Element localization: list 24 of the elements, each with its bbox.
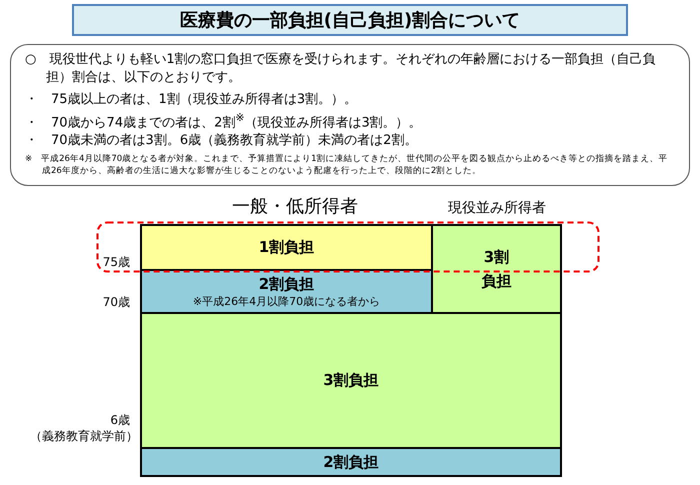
bullet-text: ・ 75歳以上の者は、1割（現役並み所得者は3割。）。 <box>25 91 358 109</box>
rate-text: 2割負担 <box>258 274 314 294</box>
rate-cell <box>140 224 433 271</box>
bullet-text: ・ 70歳から74歳までの者は、2割$^{※}$（現役並み所得者は3割。）。 <box>25 110 423 132</box>
rate-text: 1割負担 <box>258 238 314 257</box>
age-label: 70歳 <box>102 294 130 311</box>
info-panel <box>10 44 690 186</box>
title-banner: 医療費の一部負担(自己負担)割合について <box>72 4 628 36</box>
rate-cell <box>140 269 433 314</box>
column-heading: 現役並み所得者 <box>447 199 547 217</box>
rate-text: 3割負担 <box>482 247 512 292</box>
rate-text: 2割負担 <box>323 452 379 472</box>
column-heading: 一般・低所得者 <box>231 195 359 218</box>
note-text: ※平成26年4月以降70歳になる者から <box>192 294 380 308</box>
bullet-text: ・ 70歳未満の者は3割。6歳（義務教育就学前）未満の者は2割。 <box>25 132 418 150</box>
rate-cell <box>140 447 562 477</box>
rate-text: 3割負担 <box>323 371 379 390</box>
intro-text: ○ 現役世代よりも軽い1割の窓口負担で医療を受けられます。それぞれの年齢層における一部負担（自己負担）割合は、以下のとおりです。 <box>25 51 657 87</box>
age-label: 75歳 <box>102 254 130 271</box>
footnote-text: ※ 平成26年4月以降70歳となる者が対象。これまで、予算措置により1割に凍結してきたが、世代間の公平を図る観点から止めるべき等との指摘を踏まえ、平成26年度から、高齢者の生活に過大な影響が生じることのないよう配慮を行った上で、段階的に2割とした。 <box>25 153 669 178</box>
rate-cell <box>431 224 562 314</box>
age-label: 6歳 <box>109 412 130 429</box>
rate-cell <box>140 312 562 449</box>
age-note: （義務教育就学前） <box>29 428 138 445</box>
